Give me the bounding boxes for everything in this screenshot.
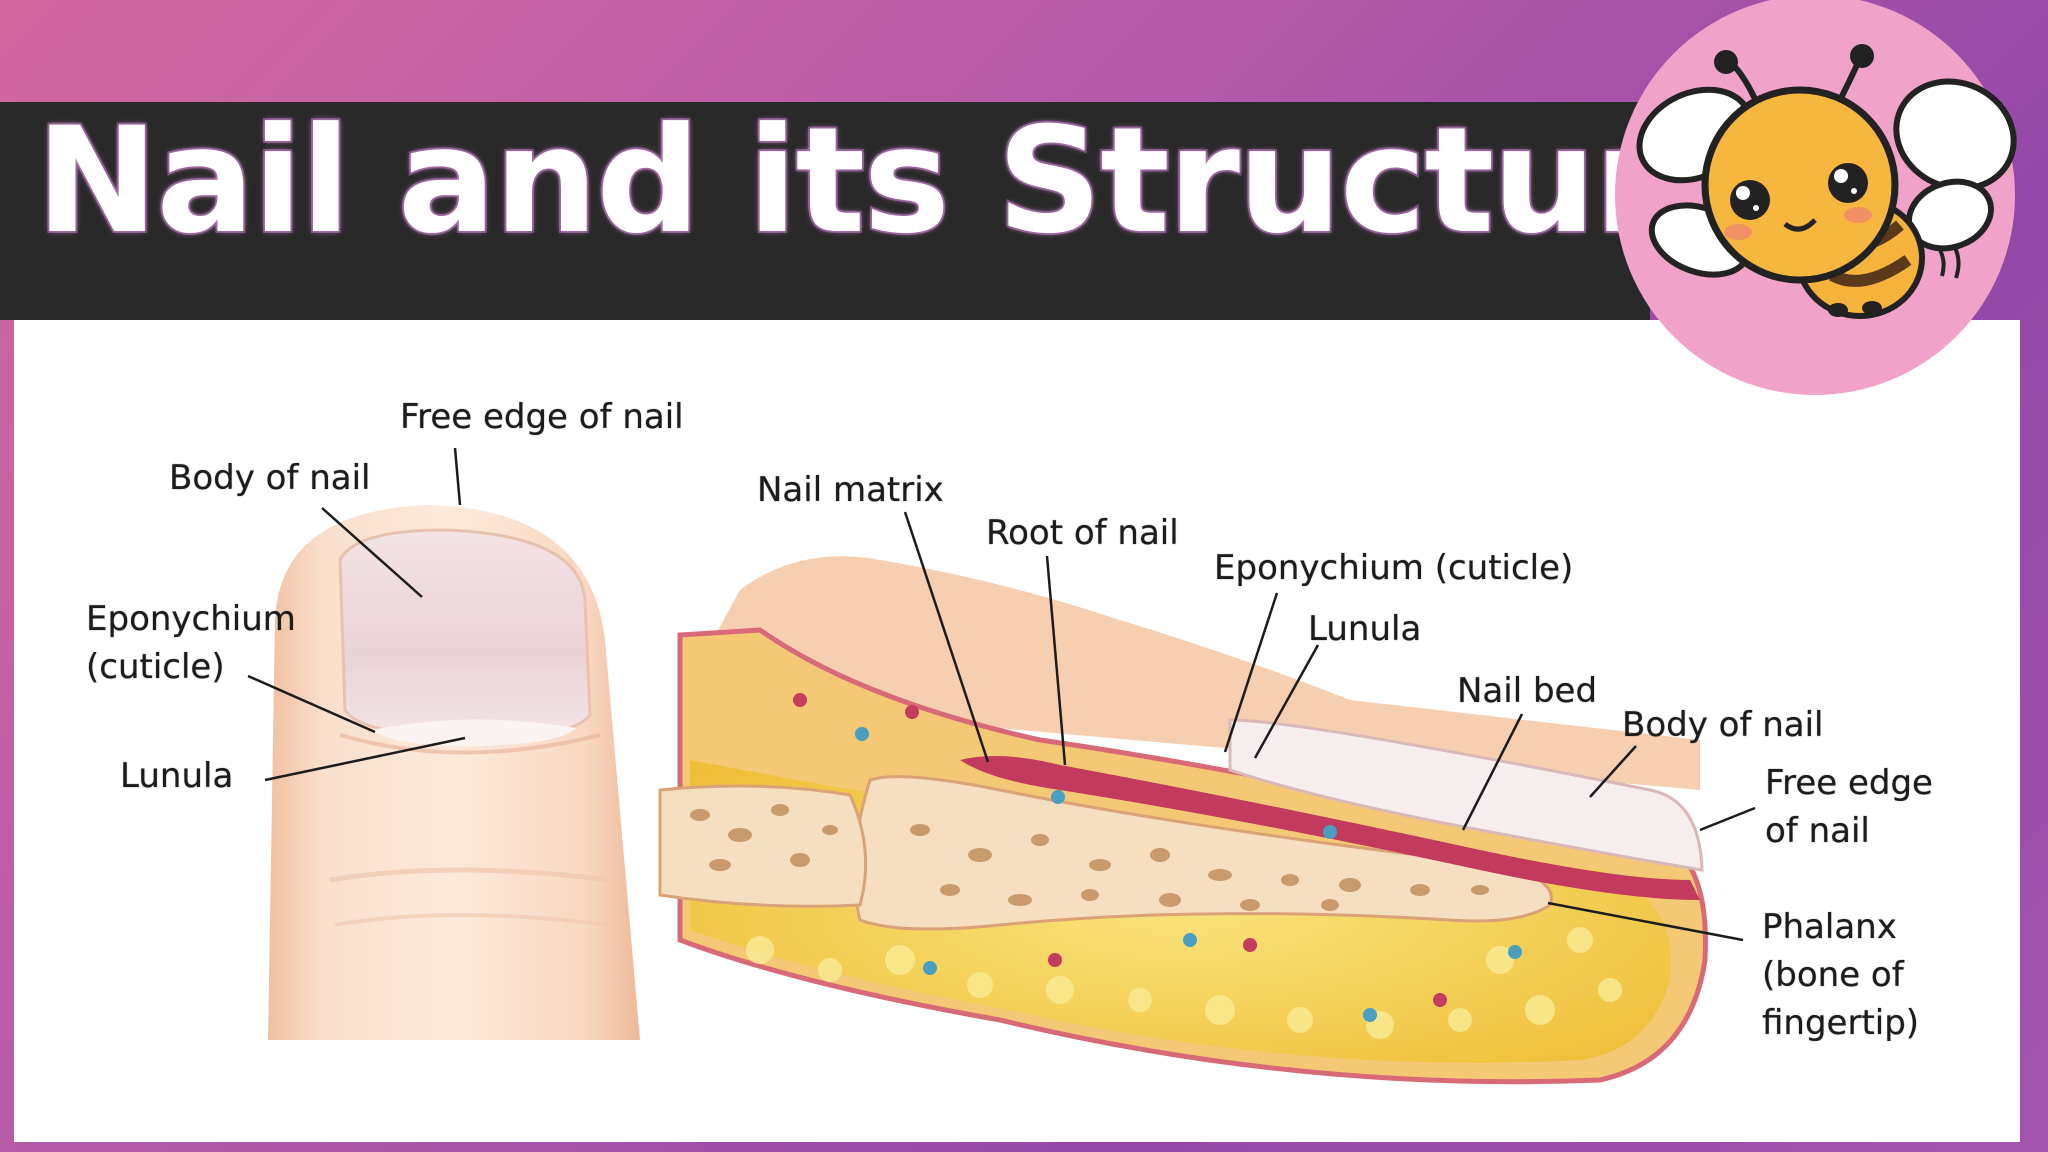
- label-nail-bed: Nail bed: [1457, 668, 1597, 715]
- label-free-edge-left: Free edge of nail: [400, 394, 684, 441]
- label-phalanx-3: fingertip): [1762, 1000, 1919, 1047]
- label-free-edge-right-2: of nail: [1765, 808, 1870, 855]
- label-phalanx-1: Phalanx: [1762, 904, 1897, 951]
- label-free-edge-right-1: Free edge: [1765, 760, 1933, 807]
- label-body-of-nail-right: Body of nail: [1622, 702, 1824, 749]
- label-root-of-nail: Root of nail: [986, 510, 1179, 557]
- label-nail-matrix: Nail matrix: [757, 467, 944, 514]
- label-eponychium-left-1: Eponychium: [86, 596, 296, 643]
- finger-front-view: [268, 505, 640, 1040]
- nail-cross-section: [660, 556, 1705, 1081]
- label-eponychium-right: Eponychium (cuticle): [1214, 545, 1573, 592]
- label-eponychium-left-2: (cuticle): [86, 644, 225, 691]
- label-lunula-left: Lunula: [120, 753, 233, 800]
- label-lunula-right: Lunula: [1308, 606, 1421, 653]
- label-body-of-nail-left: Body of nail: [169, 455, 371, 502]
- label-phalanx-2: (bone of: [1762, 952, 1904, 999]
